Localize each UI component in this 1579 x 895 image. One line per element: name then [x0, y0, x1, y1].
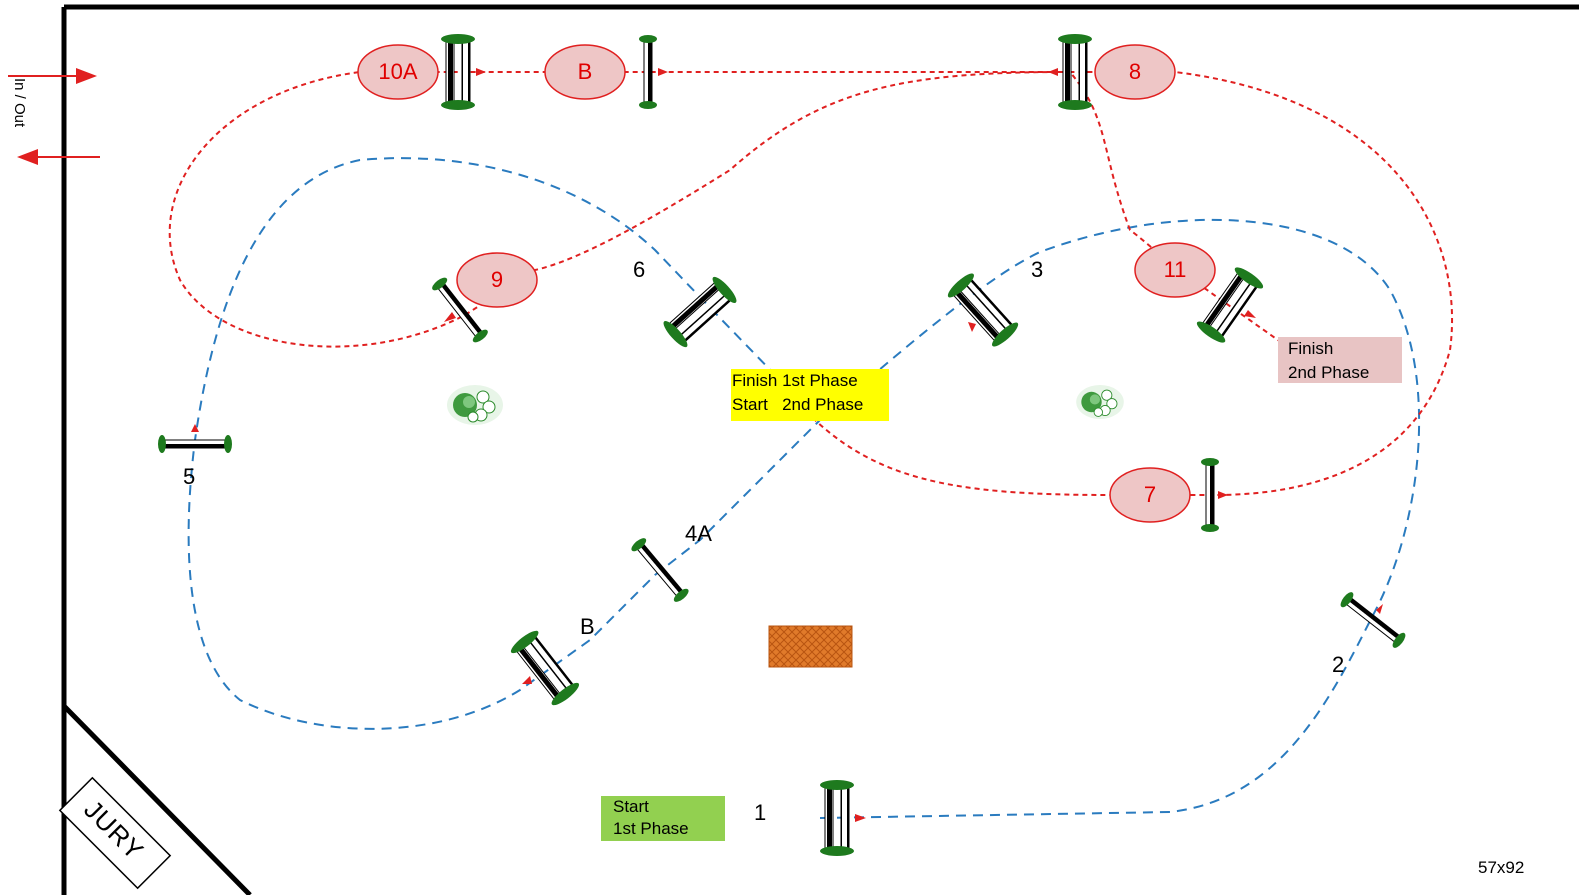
fence-4a-label: 4A — [685, 521, 712, 546]
out-arrow-head — [17, 149, 38, 165]
fence-b-phase2-marker — [544, 44, 626, 100]
jump-8 — [1057, 33, 1093, 111]
fence-8-label: 8 — [1128, 59, 1142, 84]
finish-phase2-line1: Finish — [1288, 339, 1334, 358]
phase1-path — [187, 157, 1421, 819]
fence-1-label: 1 — [754, 800, 767, 825]
in-arrow-head — [76, 68, 97, 84]
jump-b-phase1 — [507, 627, 583, 709]
jump-6 — [659, 273, 741, 351]
jump-4a — [628, 535, 692, 605]
direction-arrows — [191, 68, 1383, 822]
phase2-path — [168, 71, 1454, 496]
start-phase1-box: Start 1st Phase — [601, 796, 725, 841]
jump-3 — [944, 269, 1022, 351]
fence-7-marker — [1109, 467, 1191, 523]
fence-8-marker — [1094, 44, 1176, 100]
in-out-label: In / Out — [11, 78, 28, 128]
start2-line: Start 2nd Phase — [732, 395, 864, 414]
bush-left — [446, 384, 504, 426]
fence-2-label: 2 — [1332, 652, 1345, 677]
bush-right — [1075, 384, 1125, 420]
fence-5-label: 5 — [183, 464, 196, 489]
jump-1 — [819, 779, 855, 857]
fence-b-phase1-label: B — [580, 614, 595, 639]
start-phase1-line1: Start — [613, 797, 649, 816]
fence-3-label: 3 — [1031, 257, 1044, 282]
water-obstacle — [768, 625, 853, 668]
fence-11-marker — [1134, 242, 1216, 298]
finish-phase2-line2: 2nd Phase — [1288, 363, 1370, 382]
fence-9-label: 9 — [490, 267, 504, 292]
finish-phase2-box: Finish 2nd Phase — [1278, 337, 1402, 383]
jury-corner-line — [62, 704, 252, 895]
start-phase1-line2: 1st Phase — [613, 819, 689, 838]
fence-10a-label: 10A — [378, 59, 418, 84]
fence-10a-marker — [357, 44, 439, 100]
finish1-start2-box: Finish 1st Phase Start 2nd Phase — [731, 369, 889, 421]
jump-2 — [1337, 589, 1409, 651]
arena-dimensions: 57x92 — [1478, 858, 1525, 877]
finish1-line: Finish 1st Phase — [732, 371, 858, 390]
fence-7-label: 7 — [1143, 482, 1157, 507]
jury-box — [58, 776, 172, 890]
fence-9-marker — [456, 252, 538, 308]
fence-6-label: 6 — [633, 257, 646, 282]
fence-11-label: 11 — [1163, 257, 1187, 282]
fence-b-phase2-label: B — [577, 59, 593, 84]
